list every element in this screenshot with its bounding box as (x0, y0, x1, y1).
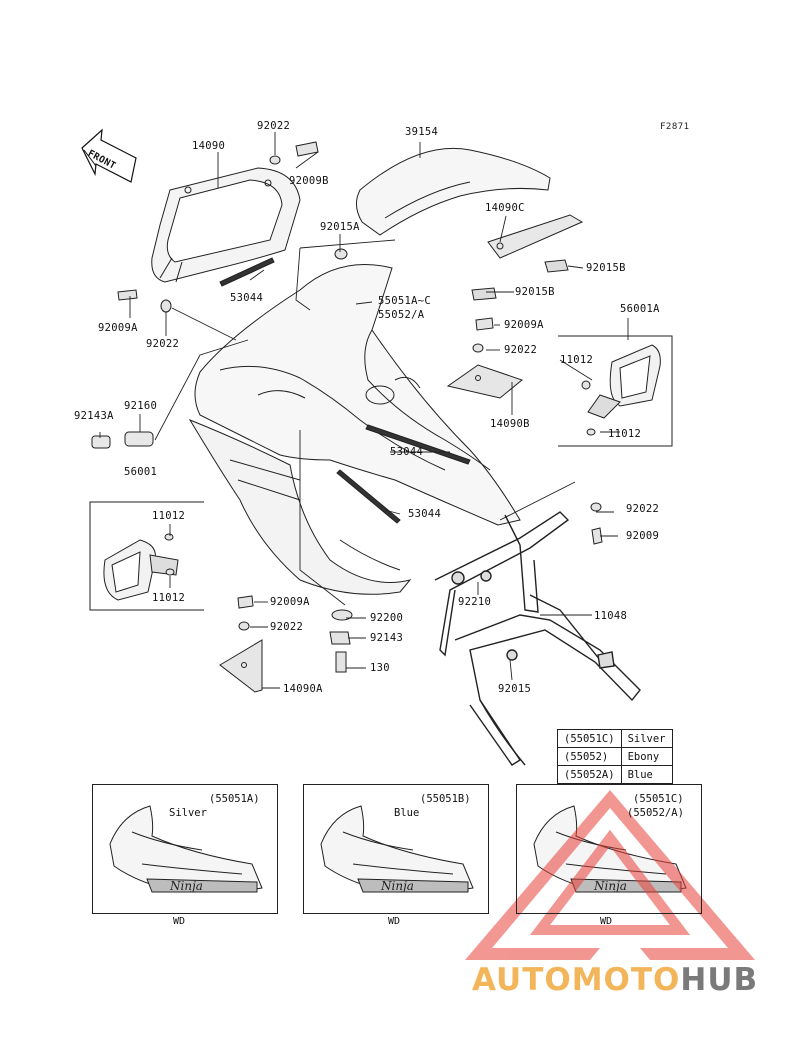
label-92015a: 92015A (320, 221, 360, 233)
seal-strip-mid (365, 424, 471, 465)
bracket-14090b (446, 364, 524, 399)
color-code: (55052A) (557, 765, 622, 784)
inset-code-2: (55052/A) (627, 807, 684, 819)
label-55052: 55052/A (378, 309, 425, 321)
label-14090b: 14090B (490, 418, 530, 430)
label-14090c: 14090C (485, 202, 525, 214)
label-55051: 55051A~C (378, 295, 431, 307)
windshield-shape (356, 147, 551, 236)
label-92009a-right: 92009A (504, 319, 544, 331)
figure-code: F2871 (660, 122, 690, 132)
label-92015: 92015 (498, 683, 532, 695)
label-11048: 11048 (594, 610, 628, 622)
label-39154: 39154 (405, 126, 439, 138)
label-92022-top: 92022 (257, 120, 291, 132)
label-92210: 92210 (458, 596, 492, 608)
color-code: (55051C) (557, 729, 622, 748)
inset-code: (55051B) (420, 793, 471, 805)
cowl-stay-frame (434, 511, 641, 766)
label-130: 130 (370, 662, 390, 674)
label-56001a: 56001A (620, 303, 660, 315)
watermark-text-2: HUB (680, 962, 759, 998)
label-92009a-bottom: 92009A (270, 596, 310, 608)
label-92022-bottom: 92022 (270, 621, 304, 633)
inset-code: (55051C) (633, 793, 684, 805)
color-row: (55052A) Blue (557, 765, 673, 784)
mirror-right-shape (587, 344, 661, 419)
label-14090a: 14090A (283, 683, 323, 695)
inset-panel-a: (55051A) Silver (92, 784, 278, 914)
seal-strip-low (336, 469, 401, 524)
label-92015b-b: 92015B (515, 286, 555, 298)
color-code: (55052) (557, 747, 622, 766)
meter-cover-shape (151, 167, 301, 283)
inset-color: Silver (169, 807, 207, 819)
label-11012-l2: 11012 (152, 592, 186, 604)
inset-note: WD (600, 916, 613, 927)
inset-note: WD (173, 916, 186, 927)
color-name: Silver (620, 729, 673, 748)
inset-cowl-a: Ninja (109, 805, 263, 893)
label-92022-r3: 92022 (626, 503, 660, 515)
label-92200: 92200 (370, 612, 404, 624)
svg-text:Ninja: Ninja (169, 879, 203, 893)
label-92009: 92009 (626, 530, 660, 542)
color-name: Ebony (620, 747, 673, 766)
label-92022-left: 92022 (146, 338, 180, 350)
label-92022-right: 92022 (504, 344, 538, 356)
fasteners (117, 141, 603, 673)
upper-cowl-shape (194, 263, 521, 526)
watermark-logo: AUTOMOTOHUB (472, 962, 758, 998)
label-53044-b: 53044 (390, 446, 424, 458)
label-53044-a: 53044 (230, 292, 264, 304)
inset-note: WD (388, 916, 401, 927)
label-92160: 92160 (124, 400, 158, 412)
label-92015b-a: 92015B (586, 262, 626, 274)
label-53044-c: 53044 (408, 508, 442, 520)
label-11012-r1: 11012 (560, 354, 594, 366)
svg-text:Ninja: Ninja (593, 879, 627, 893)
leader-lines (99, 132, 629, 689)
label-11012-r2: 11012 (608, 428, 642, 440)
seal-strip-top (219, 257, 275, 287)
color-row: (55051C) Silver (557, 729, 673, 748)
label-14090: 14090 (192, 140, 226, 152)
label-56001: 56001 (124, 466, 158, 478)
color-name: Blue (620, 765, 673, 784)
bracket-14090c (487, 214, 584, 259)
inset-panel-c: (55051C) (55052/A) (516, 784, 702, 914)
inset-cowl-c: Ninja (533, 805, 687, 893)
watermark-text-1: AUTOMOTO (472, 962, 681, 998)
inset-code: (55051A) (209, 793, 260, 805)
color-row: (55052) Ebony (557, 747, 673, 766)
bracket-14090a (219, 639, 263, 693)
color-table: (55051C) Silver (55052) Ebony (55052A) B… (557, 729, 673, 784)
label-11012-l1: 11012 (152, 510, 186, 522)
inset-color: Blue (394, 807, 420, 819)
label-92143a: 92143A (74, 410, 114, 422)
inset-panel-b: (55051B) Blue (303, 784, 489, 914)
label-92009a-left: 92009A (98, 322, 138, 334)
watermark-triangle-icon (465, 790, 755, 960)
inset-cowl-b: Ninja (320, 805, 474, 893)
front-arrow-icon (81, 128, 137, 183)
svg-text:Ninja: Ninja (380, 879, 414, 893)
label-92009b: 92009B (289, 175, 329, 187)
label-92143: 92143 (370, 632, 404, 644)
